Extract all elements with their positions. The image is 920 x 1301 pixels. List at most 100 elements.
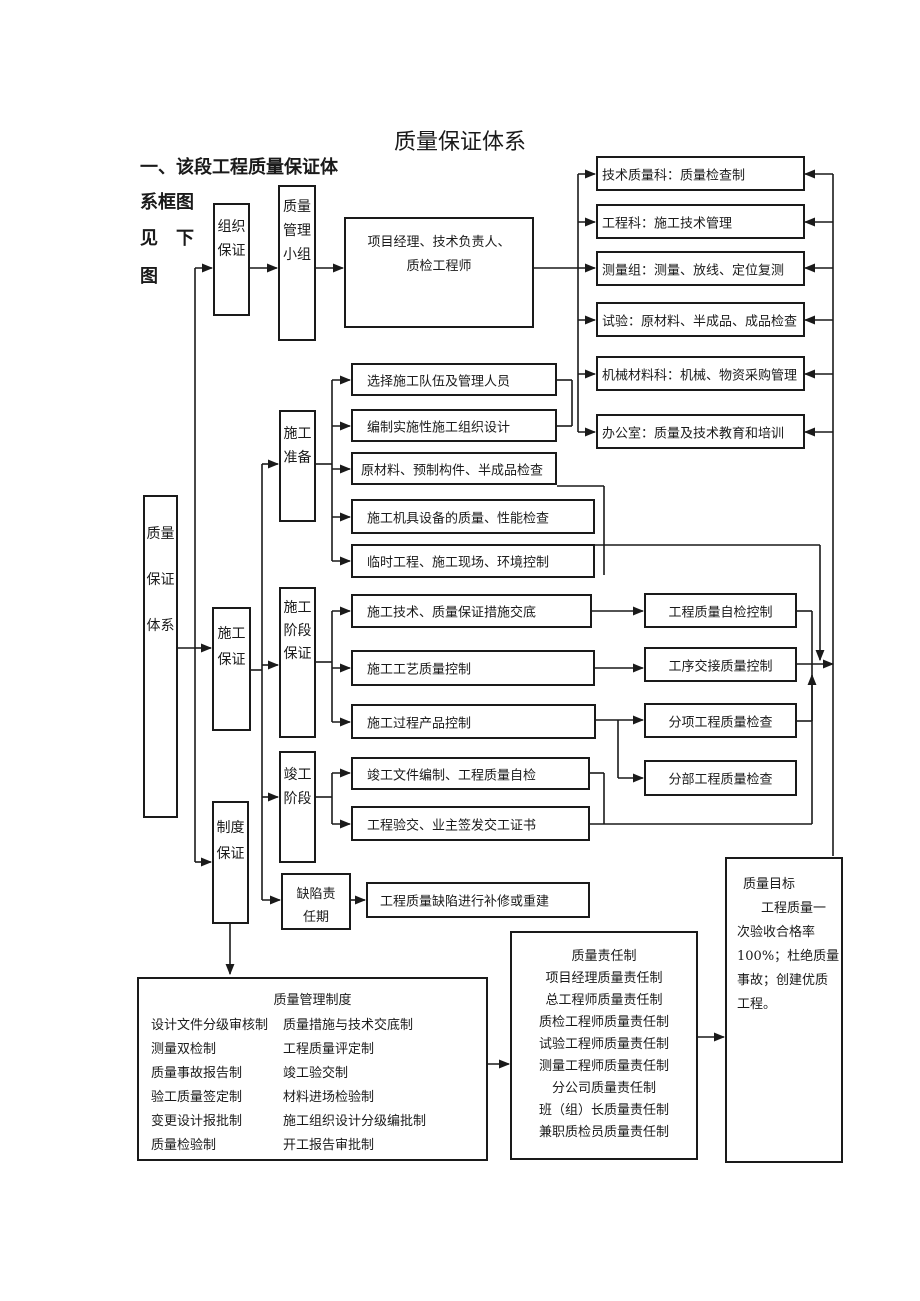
dept-box: 技术质量科：质量检查制	[596, 156, 805, 191]
check-label: 分部工程质量检查	[668, 772, 773, 788]
responsibility-item: 测量工程师质量责任制	[538, 1059, 669, 1074]
responsibility-item: 项目经理质量责任制	[545, 971, 663, 986]
leaders-box: 项目经理、技术负责人、 质检工程师	[344, 217, 534, 328]
quality-goal-line: 工程质量一	[761, 901, 827, 916]
dept-box: 办公室：质量及技术教育和培训	[596, 414, 805, 449]
dept-label: 技术质量科：质量检查制	[602, 168, 746, 183]
responsibility-item: 兼职质检员质量责任制	[538, 1125, 669, 1140]
quality-goal-title: 质量目标	[743, 877, 796, 892]
responsibility-title: 质量责任制	[571, 949, 637, 964]
prep-item-label: 编制实施性施工组织设计	[367, 420, 511, 435]
check-box: 分部工程质量检查	[644, 760, 797, 796]
management-rule-left: 质量检验制	[151, 1138, 217, 1153]
dept-label: 试验：原材料、半成品、成品检查	[602, 314, 798, 329]
completion-item-label: 工程验交、业主签发交工证书	[367, 818, 537, 833]
stage-label: 施工阶段保证	[283, 600, 312, 662]
management-rule-left: 验工质量签定制	[151, 1090, 243, 1105]
management-rule-right: 质量措施与技术交底制	[283, 1018, 414, 1033]
management-rule-right: 材料进场检验制	[283, 1090, 375, 1105]
completion-box: 竣工阶段	[279, 751, 316, 863]
stage-item-box: 施工过程产品控制	[351, 704, 596, 739]
prep-item-label: 原材料、预制构件、半成品检查	[361, 463, 544, 478]
stage-item-label: 施工技术、质量保证措施交底	[367, 605, 537, 621]
heading-line-1: 一、该段工程质量保证体	[140, 157, 338, 178]
check-box: 分项工程质量检查	[644, 703, 797, 738]
quality-goal-box: 质量目标 工程质量一 次验收合格率 100%；杜绝质量 事故；创建优质 工程。	[725, 857, 843, 1163]
management-rule-left: 质量事故报告制	[151, 1066, 243, 1081]
completion-label: 竣工阶段	[283, 767, 312, 807]
prep-item-label: 施工机具设备的质量、性能检查	[367, 511, 550, 526]
dept-label: 工程科：施工技术管理	[602, 216, 733, 231]
prep-item-label: 临时工程、施工现场、环境控制	[367, 555, 550, 571]
org-guarantee-box: 组织保证	[213, 203, 250, 316]
leaders-line-1: 项目经理、技术负责人、	[367, 235, 511, 250]
responsibility-item: 总工程师质量责任制	[545, 993, 663, 1008]
responsibility-system-box: 质量责任制 项目经理质量责任制 总工程师质量责任制 质检工程师质量责任制 试验工…	[510, 931, 698, 1160]
stage-item-label: 施工过程产品控制	[367, 716, 472, 731]
system-guarantee-box: 制度保证	[212, 801, 249, 924]
prep-item-label: 选择施工队伍及管理人员	[367, 374, 511, 389]
defect-period-line-1: 缺陷责	[296, 887, 336, 902]
check-label: 工序交接质量控制	[668, 659, 773, 674]
management-rule-left: 设计文件分级审核制	[151, 1018, 269, 1033]
management-rule-right: 竣工验交制	[283, 1066, 349, 1081]
responsibility-item: 班（组）长质量责任制	[538, 1103, 669, 1118]
dept-box: 测量组：测量、放线、定位复测	[596, 251, 805, 286]
root-quality-system-box: 质量保证体系	[143, 495, 178, 818]
completion-item-label: 竣工文件编制、工程质量自检	[367, 768, 537, 783]
system-guarantee-label: 制度保证	[216, 820, 245, 862]
prep-label: 施工准备	[283, 426, 312, 466]
defect-item-box: 工程质量缺陷进行补修或重建	[366, 882, 590, 918]
prep-item-box: 选择施工队伍及管理人员	[351, 363, 557, 396]
heading-line-3: 见 下	[140, 228, 194, 249]
check-box: 工程质量自检控制	[644, 593, 797, 628]
construction-guarantee-label: 施工保证	[217, 626, 246, 668]
management-rule-right: 施工组织设计分级编批制	[283, 1114, 427, 1129]
dept-label: 机械材料科：机械、物资采购管理	[602, 368, 798, 383]
stage-item-label: 施工工艺质量控制	[367, 662, 472, 678]
construction-guarantee-box: 施工保证	[212, 607, 251, 731]
prep-item-box: 编制实施性施工组织设计	[351, 409, 557, 442]
completion-item-box: 竣工文件编制、工程质量自检	[351, 757, 590, 790]
page-title: 质量保证体系	[393, 130, 526, 155]
dept-box: 机械材料科：机械、物资采购管理	[596, 356, 805, 391]
heading-line-2: 系框图	[140, 192, 194, 213]
quality-group-label: 质量管理小组	[283, 199, 311, 263]
root-label: 质量保证体系	[146, 526, 175, 634]
responsibility-item: 质检工程师质量责任制	[538, 1015, 669, 1030]
responsibility-item: 分公司质量责任制	[551, 1081, 656, 1096]
prep-item-box: 施工机具设备的质量、性能检查	[351, 499, 595, 534]
completion-item-box: 工程验交、业主签发交工证书	[351, 806, 590, 841]
responsibility-item: 试验工程师质量责任制	[538, 1037, 669, 1052]
management-rule-left: 变更设计报批制	[151, 1114, 243, 1129]
stage-item-box: 施工技术、质量保证措施交底	[351, 594, 592, 628]
prep-item-box: 临时工程、施工现场、环境控制	[351, 544, 595, 578]
prep-box: 施工准备	[279, 410, 316, 522]
management-rule-right: 开工报告审批制	[283, 1138, 375, 1153]
check-label: 分项工程质量检查	[668, 715, 773, 730]
defect-item-label: 工程质量缺陷进行补修或重建	[380, 894, 550, 910]
dept-label: 办公室：质量及技术教育和培训	[602, 426, 785, 441]
stage-box: 施工阶段保证	[279, 587, 316, 738]
check-label: 工程质量自检控制	[668, 605, 773, 620]
check-box: 工序交接质量控制	[644, 647, 797, 682]
stage-item-box: 施工工艺质量控制	[351, 650, 595, 686]
management-system-box: 质量管理制度 设计文件分级审核制 测量双检制 质量事故报告制 验工质量签定制 变…	[137, 977, 488, 1161]
management-rule-left: 测量双检制	[151, 1042, 217, 1057]
leaders-line-2: 质检工程师	[406, 259, 472, 274]
heading-line-4: 图	[140, 266, 158, 287]
dept-box: 试验：原材料、半成品、成品检查	[596, 302, 805, 337]
defect-period-line-2: 任期	[302, 910, 329, 925]
management-rule-right: 工程质量评定制	[283, 1042, 375, 1057]
quality-goal-line: 事故；创建优质	[737, 973, 829, 988]
quality-goal-line: 100%；杜绝质量	[737, 949, 840, 964]
dept-box: 工程科：施工技术管理	[596, 204, 805, 239]
prep-item-box: 原材料、预制构件、半成品检查	[351, 452, 557, 485]
org-guarantee-label: 组织保证	[217, 219, 246, 259]
quality-goal-line: 工程。	[737, 997, 777, 1012]
quality-group-box: 质量管理小组	[278, 185, 316, 341]
defect-period-box: 缺陷责 任期	[281, 873, 351, 930]
quality-goal-line: 次验收合格率	[737, 925, 816, 940]
